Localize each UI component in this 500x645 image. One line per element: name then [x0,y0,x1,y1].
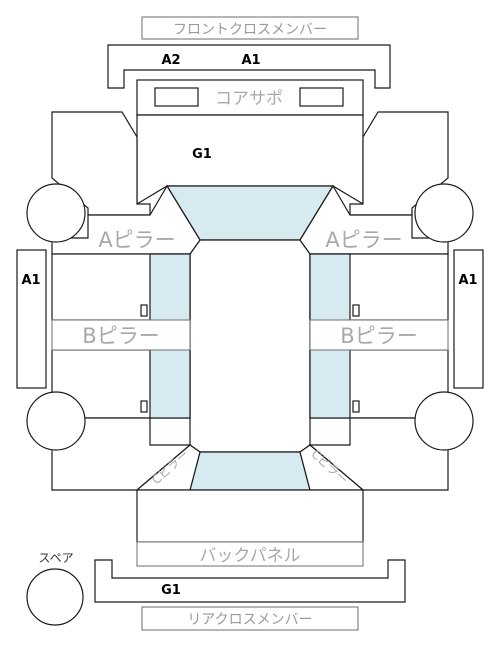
core-support-label: コアサポ [215,89,283,109]
left-front-door-handle [140,304,148,317]
front-left-wheel[interactable] [26,183,86,243]
left-rocker-panel[interactable] [16,249,47,389]
right-rocker-a1-code: A1 [458,273,477,288]
rear-bumper-section[interactable] [94,559,406,603]
back-panel-section[interactable] [136,541,364,567]
left-rear-door-handle [140,400,148,413]
front-a1-code: A1 [241,53,260,68]
left-b-pillar-label: Bピラー [82,324,159,348]
left-rocker-a1-code: A1 [21,273,40,288]
right-b-pillar-label: Bピラー [340,324,417,348]
spare-tire[interactable] [26,568,84,626]
front-a2-code: A2 [161,53,180,68]
front-cross-member-label: フロントクロスメンバー [173,22,327,38]
right-front-door-handle [352,304,360,317]
left-headlight-slot [154,87,199,107]
rear-glass[interactable] [189,451,311,491]
rear-left-wheel[interactable] [26,391,86,451]
front-cross-member-box[interactable] [141,16,359,40]
left-b-pillar-section[interactable] [51,319,191,351]
right-headlight-slot [299,87,344,107]
front-right-wheel[interactable] [414,183,474,243]
rear-right-wheel[interactable] [414,391,474,451]
rear-cross-member-box[interactable] [141,606,359,631]
left-a-pillar-label: Aピラー [98,228,175,252]
front-bumper-section[interactable] [107,44,391,89]
spare-label: スペア [38,551,73,565]
back-panel-label: バックパネル [199,546,300,566]
right-rear-door-handle [352,400,360,413]
hood-g1-code: G1 [192,147,212,162]
right-b-pillar-section[interactable] [309,319,449,351]
right-a-pillar-label: Aピラー [325,228,402,252]
rear-g1-code: G1 [161,583,181,598]
trunk-lid[interactable] [136,489,364,543]
roof-panel[interactable] [189,239,311,453]
rear-cross-member-label: リアクロスメンバー [187,612,312,628]
right-rocker-panel[interactable] [453,249,484,389]
